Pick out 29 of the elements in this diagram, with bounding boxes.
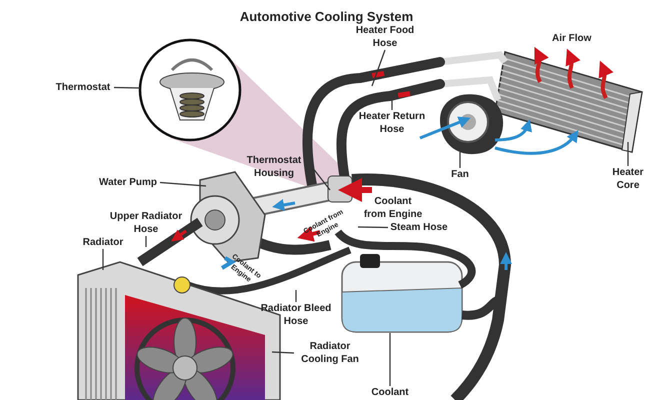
leader-line (391, 98, 393, 110)
part-label: Thermostat Housing (236, 154, 312, 180)
part-label: Thermostat (52, 81, 114, 94)
diagram-title: Automotive Cooling System (238, 8, 414, 26)
leader-line (459, 152, 461, 168)
leader-line (358, 226, 388, 228)
flow-label: Coolant from Engine (362, 196, 424, 221)
part-label: Radiator (80, 236, 126, 249)
leader-line (627, 142, 629, 166)
flow-label: Air Flow (552, 33, 592, 46)
part-label: Radiator Cooling Fan (294, 340, 366, 366)
part-label: Coolant (366, 386, 414, 399)
part-label: Water Pump (96, 176, 160, 189)
part-label: Heater Return Hose (352, 110, 432, 136)
part-label: Heater Core (605, 166, 651, 192)
leader-line (389, 333, 391, 386)
leader-line (102, 249, 104, 270)
part-label: Radiator Bleed Hose (260, 302, 332, 328)
leader-line (160, 182, 206, 187)
leader-line (272, 351, 294, 354)
part-label: Fan (445, 168, 475, 181)
leader-line (295, 290, 297, 302)
leader-line (312, 166, 330, 190)
part-label: Steam Hose (388, 221, 450, 234)
part-label: Upper Radiator Hose (104, 210, 188, 236)
leader-line (145, 236, 147, 247)
part-label: Heater Food Hose (345, 24, 425, 50)
leader-line (371, 50, 386, 86)
leader-line (114, 86, 140, 89)
